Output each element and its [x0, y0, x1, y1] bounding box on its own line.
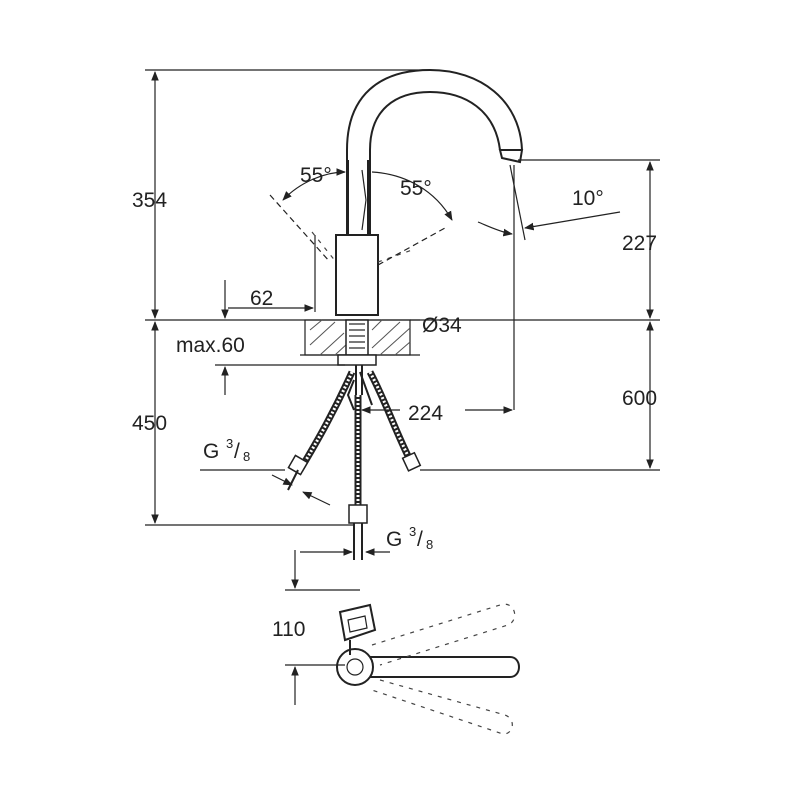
- spout-tip: [498, 149, 524, 164]
- svg-text:3: 3: [409, 524, 416, 539]
- dim-450-label: 450: [132, 412, 167, 435]
- angle-right-label: 55°: [400, 177, 432, 200]
- swivel-left-ghost: [311, 231, 337, 263]
- dim-diameter-34-label: Ø34: [422, 314, 462, 337]
- angle-spout-label: 10°: [572, 187, 604, 210]
- spout-inner: [369, 90, 501, 235]
- swivel-right-ghost: [377, 249, 413, 263]
- svg-text:/: /: [417, 528, 423, 551]
- dim-62-label: 62: [250, 287, 273, 310]
- dim-max60-label: max.60: [176, 334, 245, 357]
- swivel-right-arc: [371, 171, 453, 221]
- svg-text:/: /: [234, 440, 240, 463]
- spout-outer: [346, 68, 523, 235]
- dimension-lines: [145, 69, 660, 556]
- swivel-left-arc: [282, 168, 346, 201]
- lever-detail: [361, 169, 367, 231]
- angle-left-label: 55°: [300, 164, 332, 187]
- hoses: [287, 370, 422, 560]
- dim-600-label: 600: [622, 387, 657, 410]
- faucet-top-view: [285, 550, 520, 735]
- svg-text:8: 8: [426, 537, 433, 552]
- svg-text:8: 8: [243, 449, 250, 464]
- dim-227-label: 227: [622, 232, 657, 255]
- lever: [347, 160, 369, 235]
- connection-left-label: G 3 / 8: [203, 436, 250, 464]
- svg-text:G: G: [203, 440, 219, 463]
- svg-text:G: G: [386, 528, 402, 551]
- faucet-body: [335, 234, 379, 316]
- mounting-nut: [337, 354, 377, 366]
- connection-bottom-label: G 3 / 8: [386, 524, 433, 552]
- countertop: [300, 319, 660, 395]
- dim-110-label: 110: [272, 618, 305, 641]
- dim-354-label: 354: [132, 189, 167, 212]
- svg-text:3: 3: [226, 436, 233, 451]
- dim-224-label: 224: [408, 402, 443, 425]
